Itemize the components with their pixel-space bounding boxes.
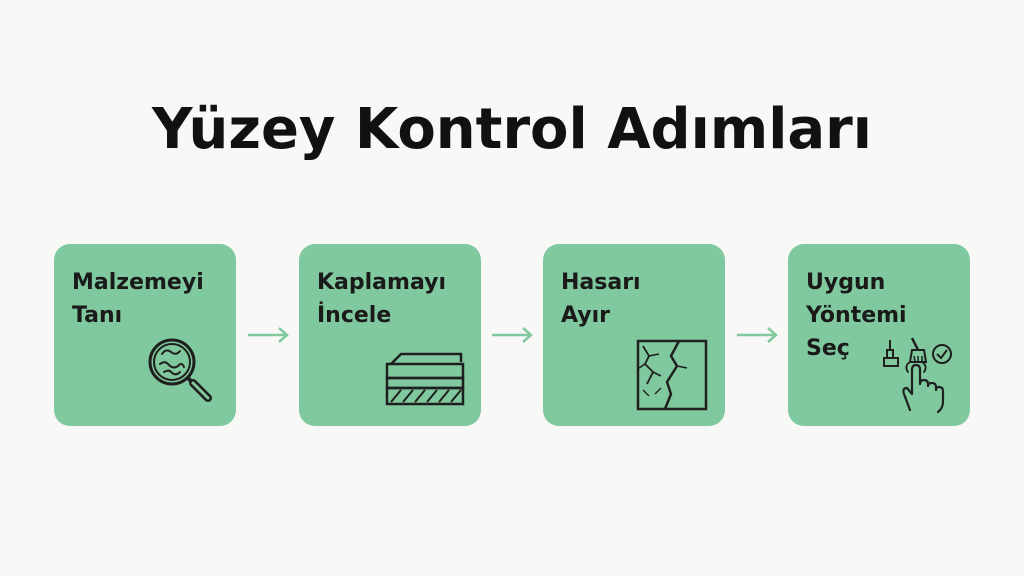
step-label-2: Kaplamayı İncele xyxy=(317,270,447,328)
layers-icon xyxy=(385,352,465,406)
step-label-1: Malzemeyi Tanı xyxy=(72,270,204,328)
arrow-3-4 xyxy=(737,327,778,343)
cracked-tile-icon xyxy=(636,339,708,411)
tools-hand-icon xyxy=(883,337,952,414)
step-label-4: Uygun Yöntemi Seç xyxy=(806,270,907,361)
magnifier-icon xyxy=(148,338,212,402)
step-label-3: Hasarı Ayır xyxy=(561,270,641,328)
step-card-2: Kaplamayı İncele xyxy=(299,244,481,426)
arrow-1-2 xyxy=(248,327,289,343)
step-card-3: Hasarı Ayır xyxy=(543,244,725,426)
step-card-1: Malzemeyi Tanı xyxy=(54,244,236,426)
step-card-4: Uygun Yöntemi Seç xyxy=(788,244,970,426)
diagram-title: Yüzey Kontrol Adımları xyxy=(152,97,872,162)
arrow-2-3 xyxy=(492,327,533,343)
